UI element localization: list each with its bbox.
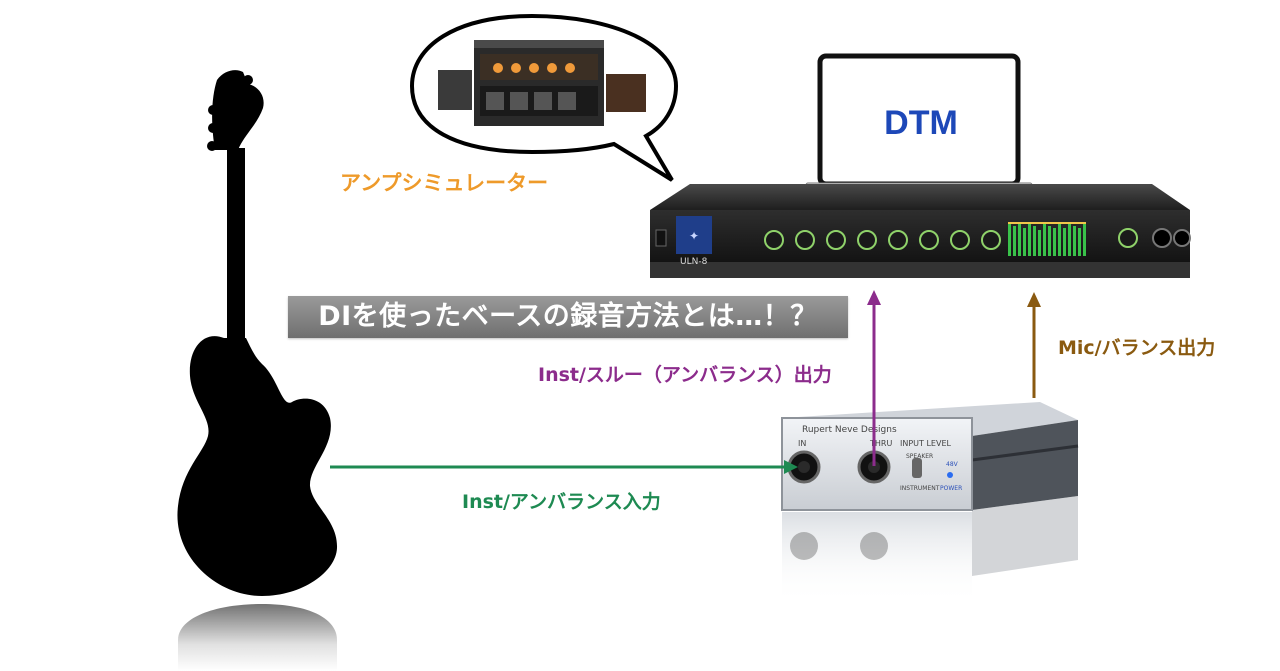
mic-output-label: Mic/バランス出力	[1058, 337, 1216, 359]
thru-output-arrow	[867, 290, 881, 466]
mic-output-arrow	[1027, 292, 1041, 398]
inst-input-arrow	[330, 460, 798, 474]
interface-model-label: ULN-8	[680, 257, 708, 267]
di-input-level-label: INPUT LEVEL	[900, 439, 951, 448]
di-in-label: IN	[798, 439, 806, 448]
di-thru-label: THRU	[869, 439, 892, 448]
audio-interface-icon: ✦ ULN-8	[650, 184, 1191, 278]
svg-text:✦: ✦	[689, 229, 699, 243]
di-brand-label: Rupert Neve Designs	[802, 425, 897, 435]
thru-output-label: Inst/スルー（アンバランス）出力	[538, 364, 832, 386]
di-power-label: POWER	[940, 485, 962, 492]
di-box-reflection	[782, 496, 1078, 604]
di-speaker-label: SPEAKER	[906, 453, 933, 460]
inst-input-label: Inst/アンバランス入力	[462, 491, 661, 513]
page-title: DIを使ったベースの録音方法とは…！？	[288, 296, 848, 338]
guitar-reflection	[178, 604, 337, 671]
amp-simulator-label: アンプシミュレーター	[340, 171, 549, 195]
amp-simulator-screenshot-icon	[438, 40, 646, 126]
di-instrument-label: INSTRUMENT	[900, 485, 940, 492]
di-48v-label: 48V	[946, 461, 959, 468]
di-box-icon: Rupert Neve Designs IN THRU INPUT LEVEL …	[781, 402, 1079, 511]
bass-guitar-icon	[177, 70, 338, 596]
computer-label: DTM	[884, 104, 958, 142]
